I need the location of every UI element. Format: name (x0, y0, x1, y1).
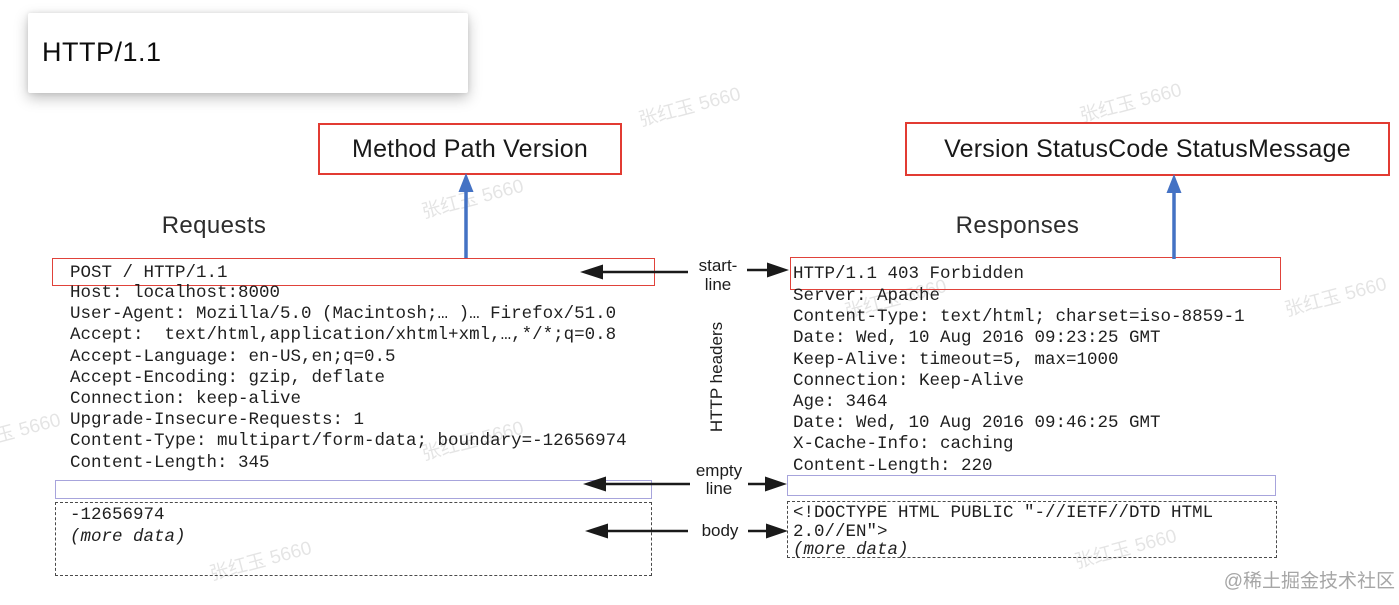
title-card: HTTP/1.1 (28, 13, 468, 93)
start-line-label-l1: start- (698, 256, 738, 275)
request-body-box (55, 502, 652, 576)
response-start-line-format-label: Version StatusCode StatusMessage (905, 122, 1390, 176)
version-statuscode-text: Version StatusCode StatusMessage (944, 134, 1351, 163)
response-start-line: HTTP/1.1 403 Forbidden (793, 264, 1025, 284)
request-start-line: POST / HTTP/1.1 (70, 263, 228, 283)
start-line-label-l2: line (704, 275, 732, 294)
response-body-doctype-line2: 2.0//EN"> (793, 522, 888, 542)
response-headers: Server: Apache Content-Type: text/html; … (793, 286, 1245, 476)
start-line-label: start- line (688, 256, 748, 294)
blue-arrow-response-start-to-label (1166, 174, 1182, 259)
watermark: 张红玉 5660 (0, 409, 64, 458)
request-body-boundary: -12656974 (70, 505, 165, 525)
watermark: 张红玉 5660 (419, 175, 527, 224)
http-headers-label: HTTP headers (707, 321, 726, 433)
method-path-version-text: Method Path Version (352, 134, 588, 163)
page-title: HTTP/1.1 (42, 37, 162, 67)
request-empty-line-box (55, 480, 652, 499)
requests-heading: Requests (161, 212, 267, 239)
blue-arrow-request-start-to-label (458, 173, 474, 258)
request-headers: Host: localhost:8000 User-Agent: Mozilla… (70, 283, 627, 473)
body-label: body (701, 521, 739, 540)
start-line-arrow-right (747, 262, 789, 278)
request-body-more-data: (more data) (70, 527, 186, 547)
body-arrow-right (748, 523, 788, 539)
juejin-watermark-credit: @稀土掘金技术社区 (1223, 571, 1395, 592)
watermark: 张红玉 5660 (1282, 273, 1390, 322)
watermark: 张红玉 5660 (636, 83, 744, 132)
response-body-doctype-line1: <!DOCTYPE HTML PUBLIC "-//IETF//DTD HTML (793, 503, 1214, 523)
responses-heading: Responses (955, 212, 1080, 239)
empty-line-label: empty line (690, 462, 748, 497)
watermark: 张红玉 5660 (1077, 79, 1185, 128)
response-start-line-box (790, 257, 1281, 290)
response-empty-line-box (787, 475, 1276, 496)
empty-line-arrow-right (748, 476, 787, 492)
response-body-more-data: (more data) (793, 540, 909, 560)
request-start-line-format-label: Method Path Version (318, 123, 622, 175)
empty-line-label-l1: empty (695, 461, 743, 480)
empty-line-label-l2: line (705, 478, 733, 498)
